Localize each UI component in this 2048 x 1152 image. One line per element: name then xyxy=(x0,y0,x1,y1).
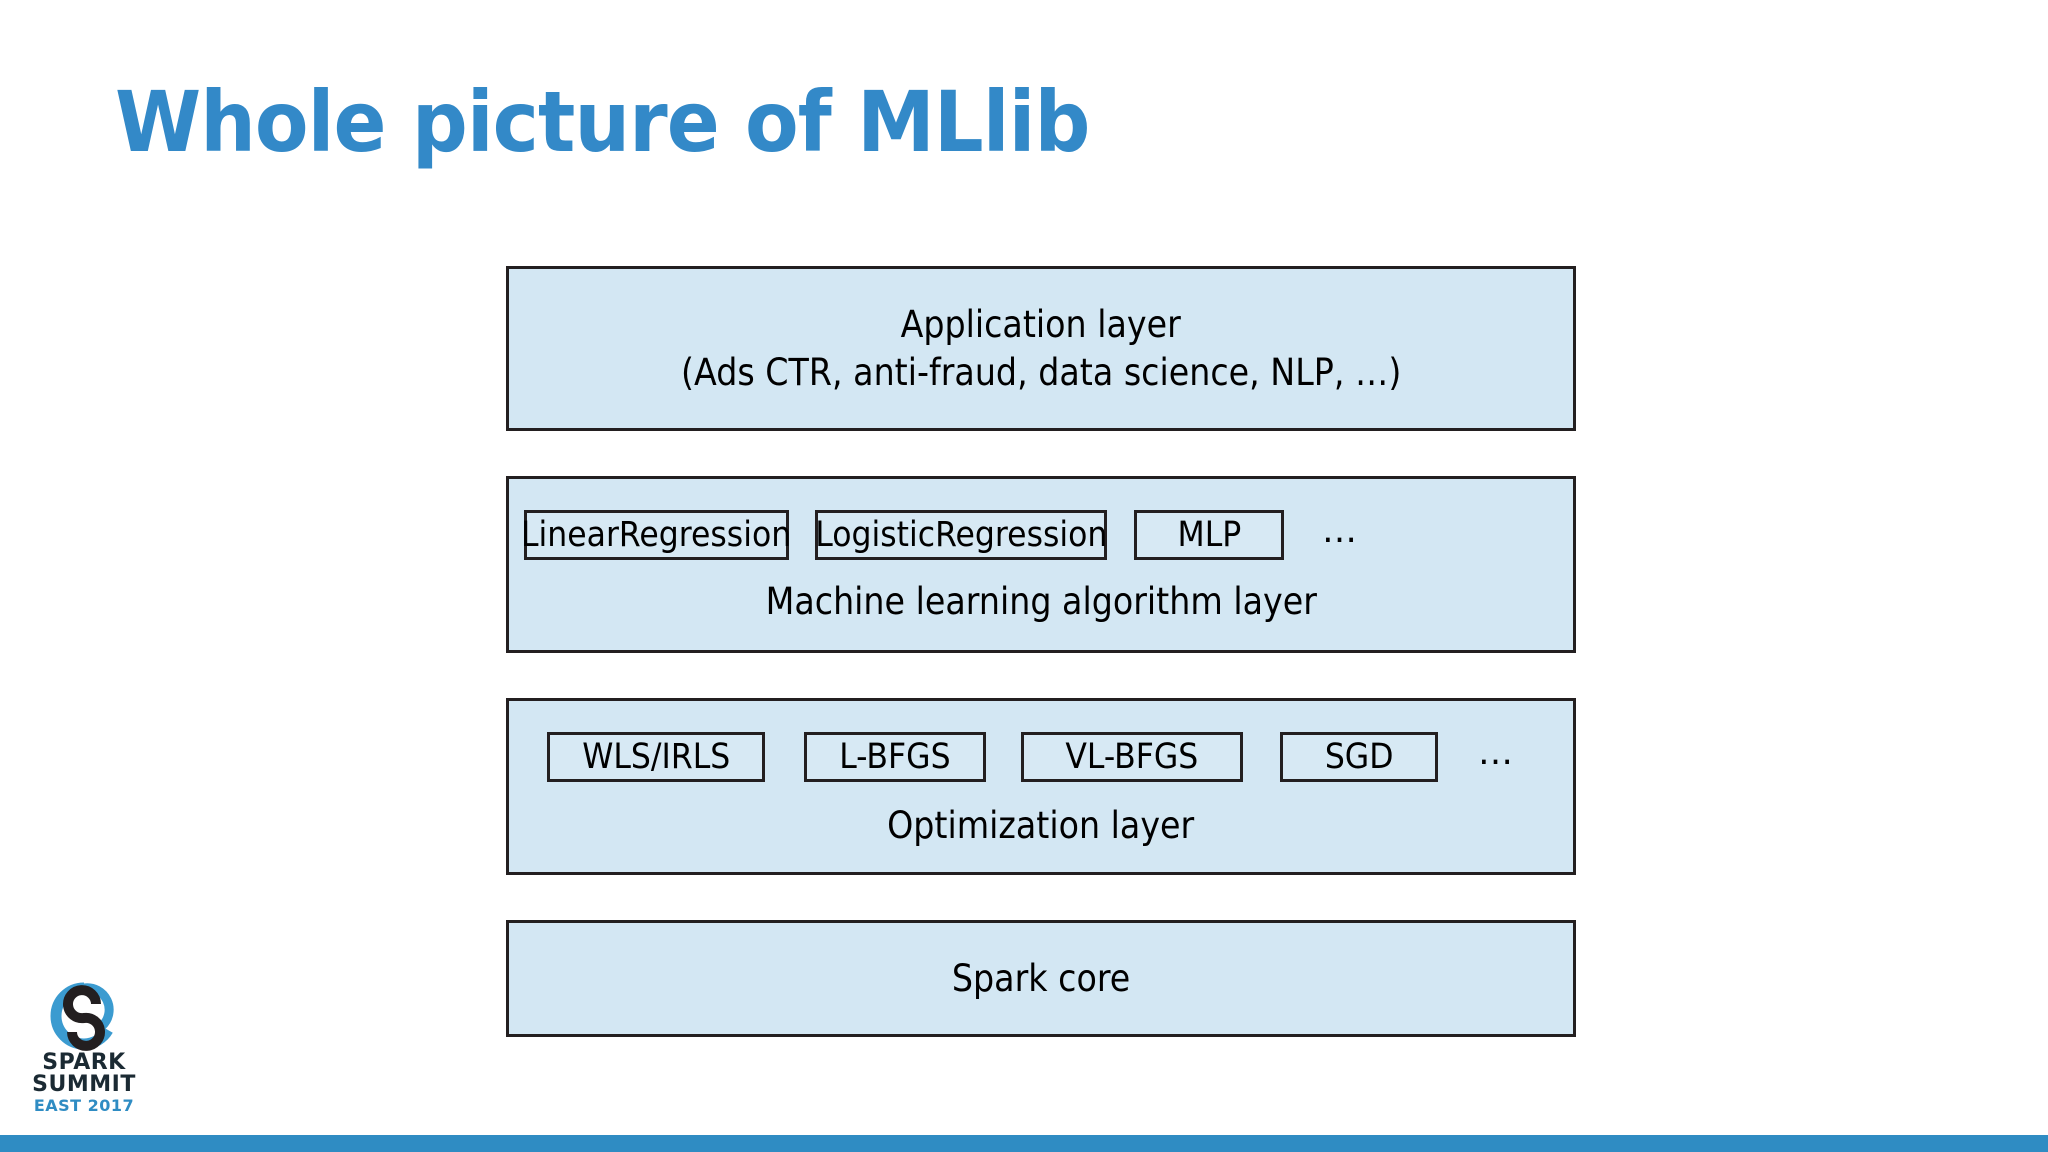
optimization-component-row: WLS/IRLS L-BFGS VL-BFGS SGD … xyxy=(509,731,1573,782)
ml-algorithm-component-row: LinearRegression LogisticRegression MLP … xyxy=(509,509,1573,560)
application-layer-box: Application layer (Ads CTR, anti-fraud, … xyxy=(506,266,1576,431)
ml-algorithm-layer-caption: Machine learning algorithm layer xyxy=(765,579,1317,623)
spark-core-layer-caption: Spark core xyxy=(951,956,1131,1000)
component-l-bfgs[interactable]: L-BFGS xyxy=(804,731,986,782)
ml-algorithm-layer-box: LinearRegression LogisticRegression MLP … xyxy=(506,476,1576,653)
optimization-layer-box: WLS/IRLS L-BFGS VL-BFGS SGD … Optimizati… xyxy=(506,698,1576,875)
application-layer-text: Application layer (Ads CTR, anti-fraud, … xyxy=(641,301,1441,396)
application-layer-title: Application layer xyxy=(900,303,1182,347)
component-linear-regression[interactable]: LinearRegression xyxy=(521,509,792,560)
component-wls-irls[interactable]: WLS/IRLS xyxy=(547,731,765,782)
optimization-ellipsis: … xyxy=(1478,733,1513,774)
component-vl-bfgs[interactable]: VL-BFGS xyxy=(1021,731,1243,782)
component-sgd-label: SGD xyxy=(1324,736,1394,777)
spark-summit-spiral-icon xyxy=(50,982,114,1051)
optimization-layer-caption: Optimization layer xyxy=(887,803,1195,847)
component-vl-bfgs-label: VL-BFGS xyxy=(1065,736,1199,777)
spark-core-layer-box: Spark core xyxy=(506,920,1576,1037)
component-wls-irls-label: WLS/IRLS xyxy=(581,736,731,777)
component-sgd[interactable]: SGD xyxy=(1280,731,1438,782)
component-l-bfgs-label: L-BFGS xyxy=(839,736,951,777)
logo-line-spark: SPARK xyxy=(42,1050,126,1075)
application-layer-subtitle: (Ads CTR, anti-fraud, data science, NLP,… xyxy=(680,350,1402,394)
ml-algorithm-ellipsis: … xyxy=(1322,511,1357,552)
component-linear-regression-label: LinearRegression xyxy=(521,514,792,555)
component-mlp-label: MLP xyxy=(1177,514,1241,555)
logo-line-summit: SUMMIT xyxy=(32,1072,136,1097)
component-mlp[interactable]: MLP xyxy=(1134,509,1284,560)
footer-accent-bar xyxy=(0,1135,2048,1152)
component-logistic-regression[interactable]: LogisticRegression xyxy=(814,509,1108,560)
page-title: Whole picture of MLlib xyxy=(115,73,1090,171)
component-logistic-regression-label: LogisticRegression xyxy=(814,514,1108,555)
spark-summit-logo: SPARK SUMMIT EAST 2017 xyxy=(24,980,144,1114)
mllib-architecture-diagram: Application layer (Ads CTR, anti-fraud, … xyxy=(506,266,1576,1037)
logo-line-east: EAST 2017 xyxy=(33,1096,135,1115)
